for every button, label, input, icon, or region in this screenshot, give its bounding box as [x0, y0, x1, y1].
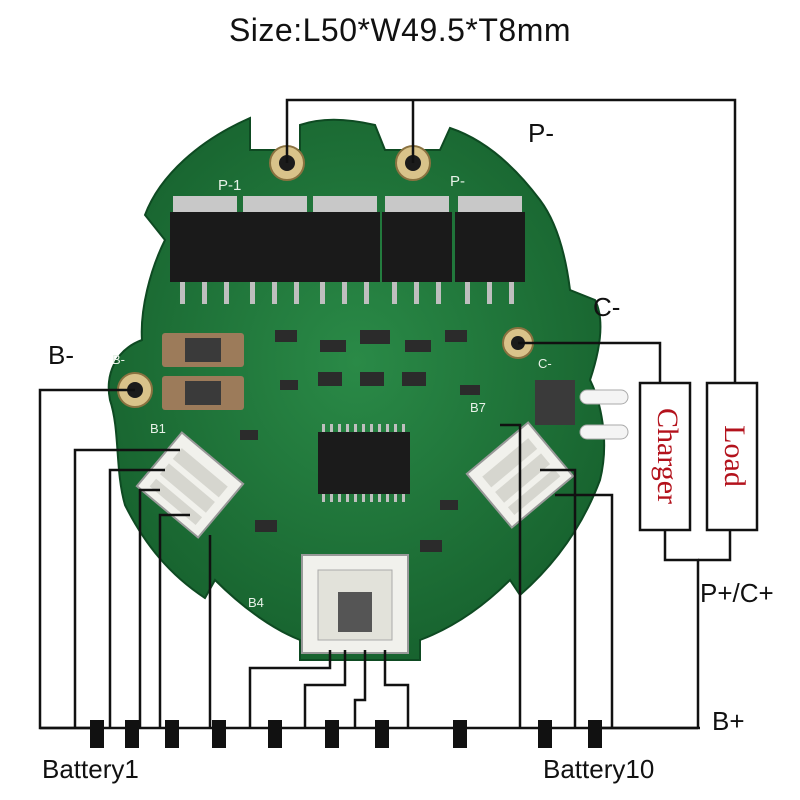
wire-b5 — [248, 650, 332, 728]
connector-left — [135, 431, 245, 539]
mosfet — [170, 196, 240, 304]
mosfet — [310, 196, 380, 304]
wire-p-minus-load — [285, 98, 737, 383]
wire-b11 — [555, 493, 614, 728]
label-battery1: Battery1 — [42, 754, 139, 784]
wire-b3 — [138, 488, 160, 728]
label-c-minus: C- — [593, 292, 621, 322]
wire-b10 — [540, 468, 577, 728]
load-label: Load — [718, 425, 751, 487]
silk-p2: P- — [450, 173, 465, 190]
wires — [38, 98, 737, 730]
wire-b9 — [500, 423, 522, 728]
battery-terminal — [90, 720, 104, 748]
label-battery10: Battery10 — [543, 754, 655, 784]
battery-terminal — [538, 720, 552, 748]
mosfet — [455, 196, 525, 304]
battery-terminal — [125, 720, 139, 748]
battery-terminal — [453, 720, 467, 748]
connector-bottom — [301, 554, 409, 654]
wire-b6 — [303, 650, 347, 728]
load-box: Load — [705, 381, 759, 532]
charger-box: Charger — [638, 381, 692, 532]
battery-terminal — [268, 720, 282, 748]
battery-terminal — [588, 720, 602, 748]
battery-terminal — [165, 720, 179, 748]
silk-p1: P-1 — [218, 177, 241, 194]
label-b-minus: B- — [48, 340, 74, 370]
silk-b7: B7 — [470, 400, 486, 415]
battery-terminals — [90, 720, 602, 748]
size-title: Size:L50*W49.5*T8mm — [228, 12, 572, 48]
mosfet-row — [170, 196, 525, 304]
wire-b4a — [158, 513, 190, 728]
wire-charger-plus — [663, 530, 700, 728]
wire-b7 — [353, 650, 367, 728]
charger-label: Charger — [651, 408, 684, 504]
mosfet — [382, 196, 452, 304]
battery-terminal — [375, 720, 389, 748]
wire-b1 — [73, 448, 180, 728]
resistor-block — [162, 333, 244, 410]
label-p-minus: P- — [528, 118, 554, 148]
silk-b1: B1 — [150, 421, 166, 436]
label-p-plus-c-plus: P+/C+ — [700, 578, 774, 608]
battery-terminal — [212, 720, 226, 748]
small-components — [240, 330, 575, 552]
ic-chip — [318, 424, 410, 502]
label-b-plus: B+ — [712, 706, 745, 736]
silk-c-minus: C- — [538, 356, 552, 371]
mosfet — [240, 196, 310, 304]
silk-b4: B4 — [248, 595, 264, 610]
wire-b2 — [108, 468, 165, 728]
wire-stubs — [579, 389, 629, 440]
battery-terminal — [325, 720, 339, 748]
wire-c-minus-charger — [518, 341, 662, 383]
wire-b8 — [383, 650, 410, 728]
wire-load-plus — [698, 530, 732, 562]
silk-b-minus: B- — [112, 352, 125, 367]
